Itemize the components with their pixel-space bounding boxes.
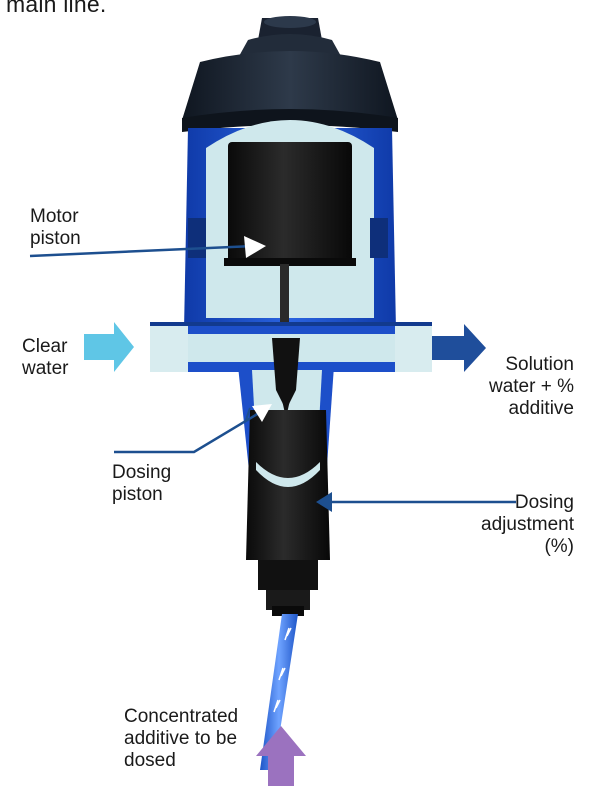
label-dosing-piston: Dosing piston (112, 462, 171, 506)
label-motor-piston: Motor piston (30, 206, 81, 250)
label-line: Clear (22, 336, 68, 357)
dosing-piston-tick (245, 407, 251, 421)
label-line: (%) (544, 536, 574, 557)
label-line: Solution (505, 354, 574, 375)
label-solution: Solution water + % additive (489, 354, 574, 420)
label-clear-water: Clear water (22, 336, 68, 380)
dosing-adjustment-sleeve (246, 410, 330, 616)
motor-piston-leader (29, 244, 255, 258)
label-line: adjustment (481, 514, 574, 535)
suction-tube (260, 614, 298, 770)
label-line: Motor (30, 206, 79, 227)
dosing-adjustment-pointer (316, 492, 332, 512)
label-line: additive to be (124, 728, 238, 749)
motor-piston-pointer (244, 236, 266, 258)
label-line: Dosing (514, 492, 574, 513)
solution-arrow (432, 324, 486, 372)
leader-lines (29, 244, 516, 504)
dosing-piston-pointer (252, 404, 272, 422)
label-line: Dosing (112, 462, 172, 483)
motor-piston (224, 142, 356, 344)
label-line: dosed (124, 750, 176, 771)
label-dosing-adjustment: Dosing adjustment (%) (481, 492, 574, 558)
label-line: additive (508, 398, 575, 419)
top-cap (182, 16, 398, 132)
clear-water-arrow (84, 322, 134, 372)
top-caption: main line. (6, 0, 107, 17)
label-concentrated-additive: Concentrated additive to be dosed (124, 706, 238, 772)
dosing-piston-leader (114, 408, 265, 454)
label-line: Concentrated (124, 706, 239, 727)
label-line: piston (112, 484, 163, 505)
additive-arrow (256, 726, 306, 786)
label-line: piston (30, 228, 81, 249)
label-line: water + % (488, 376, 574, 397)
label-line: water (22, 358, 69, 379)
